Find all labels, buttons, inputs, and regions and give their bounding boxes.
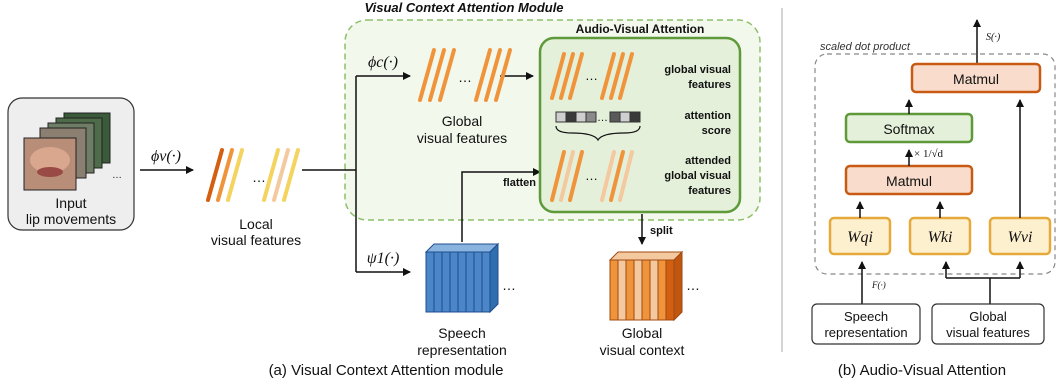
av-row2-line1: attention: [685, 110, 732, 122]
local-features-label-line1: Local: [239, 216, 272, 232]
lip-frames-image: …: [23, 112, 122, 191]
speech-rep-line2: representation: [824, 325, 907, 340]
input-box: … Input lip movements: [7, 97, 135, 231]
speech-rep-line1: Speech: [844, 309, 888, 324]
av-row3-line3: features: [688, 185, 731, 197]
wq-label: Wqi: [847, 229, 873, 246]
attention-score-squares: [555, 111, 641, 123]
psi-1-label: ψ1(·): [367, 250, 400, 267]
phi-v-label: ϕv(·): [151, 148, 181, 165]
global-features-label-line1: Global: [442, 113, 482, 129]
right-arrows: [856, 99, 1024, 304]
global-features-label-line2: visual features: [417, 130, 507, 146]
split-label: split: [650, 225, 673, 237]
s-label: S(·): [986, 32, 1001, 43]
matmul-bottom-label: Matmul: [886, 173, 932, 189]
av-row3-line1: attended: [685, 155, 731, 167]
av-row1-ellipsis: …: [585, 68, 598, 83]
global-feat-line1: Global: [969, 309, 1007, 324]
phi-c-label: ϕc(·): [368, 54, 398, 71]
local-features-ellipsis: …: [252, 169, 266, 185]
av-attention-title: Audio-Visual Attention: [576, 22, 705, 36]
left-caption: (a) Visual Context Attention module: [269, 362, 504, 379]
scale-label: × 1/√d: [914, 148, 944, 160]
global-visual-context-block: [608, 250, 684, 322]
flatten-label: flatten: [503, 177, 536, 189]
softmax-label: Softmax: [883, 121, 934, 137]
speech-rep-box: [811, 303, 921, 345]
branch-lines: [302, 72, 646, 276]
attention-brace: [555, 125, 641, 142]
left-panel: Visual Context Attention Module … Input …: [7, 0, 761, 379]
av-row3-ellipsis: …: [585, 168, 598, 183]
av-row2-ellipsis: …: [597, 112, 608, 124]
speech-representation-block: [424, 242, 500, 314]
wv-label: Wvi: [1008, 229, 1033, 246]
scaled-dot-label: scaled dot product: [820, 41, 911, 53]
f-label: F(·): [871, 280, 886, 290]
context-label-line2: visual context: [600, 342, 685, 358]
speech-label-line2: representation: [417, 342, 507, 358]
context-label-line1: Global: [622, 325, 662, 341]
scaled-dot-region: [814, 53, 1056, 275]
module-title: Visual Context Attention Module: [364, 0, 563, 15]
speech-label-line1: Speech: [438, 325, 485, 341]
context-ellipsis: …: [686, 277, 700, 293]
global-feat-box: [931, 303, 1045, 345]
right-panel: scaled dot product S(·) Matmul Softmax ×…: [811, 19, 1056, 379]
right-caption: (b) Audio-Visual Attention: [838, 362, 1006, 379]
input-label-line2: lip movements: [26, 211, 116, 227]
svg-text:…: …: [112, 170, 122, 181]
av-attended-stripes: [550, 150, 634, 202]
av-attention-box: Audio-Visual Attention … global visual f…: [538, 22, 742, 214]
av-row1-line1: global visual: [664, 64, 731, 76]
av-row3-line2: global visual: [664, 170, 731, 182]
global-features-ellipsis: …: [458, 69, 472, 85]
speech-ellipsis: …: [502, 277, 516, 293]
av-global-stripes: [550, 52, 634, 100]
local-features-stripes: [206, 148, 300, 202]
av-row2-line2: score: [702, 125, 731, 137]
matmul-top-box: [910, 62, 1042, 94]
wk-label: Wki: [928, 229, 953, 246]
global-features-stripes: [418, 48, 512, 102]
matmul-top-label: Matmul: [953, 71, 999, 87]
local-features-label-line2: visual features: [211, 232, 301, 248]
av-row1-line2: features: [688, 79, 731, 91]
global-feat-line2: visual features: [946, 325, 1030, 340]
input-label-line1: Input: [55, 195, 86, 211]
